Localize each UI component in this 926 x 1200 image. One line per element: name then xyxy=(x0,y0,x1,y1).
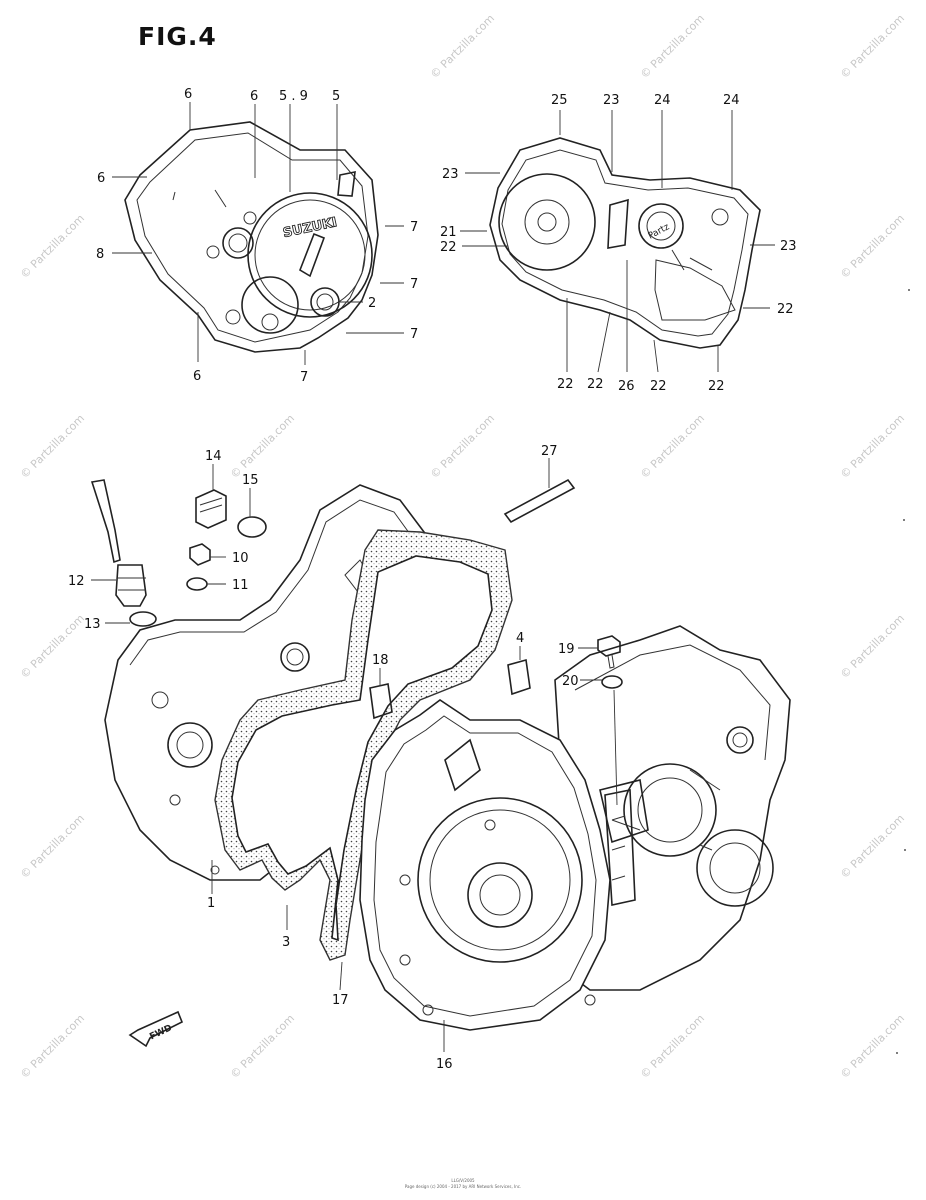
footer-copyright: Page design (c) 2004 - 2017 by ARI Netwo… xyxy=(404,1184,522,1189)
callout: 14 xyxy=(205,449,222,464)
callout: 6 xyxy=(97,171,105,186)
callout: 17 xyxy=(332,993,349,1008)
suzuki-logo: SUZUKI xyxy=(282,215,339,241)
callout: 23 xyxy=(603,93,620,108)
crankcase-front xyxy=(359,699,636,1031)
callout: 6 xyxy=(193,369,201,384)
callout: 22 xyxy=(587,377,604,392)
callout: 6 xyxy=(184,87,192,102)
figure-title: FIG.4 xyxy=(138,22,217,51)
callout: 12 xyxy=(68,574,85,589)
fwd-label: FWD xyxy=(148,1023,174,1042)
callout: 23 xyxy=(780,239,797,254)
callout: 27 xyxy=(541,444,558,459)
callout: 22 xyxy=(708,379,725,394)
callout: 2 xyxy=(368,296,376,311)
leader-lines xyxy=(91,102,775,1052)
callout: 7 xyxy=(410,327,418,342)
callout: 7 xyxy=(300,370,308,385)
callout: 22 xyxy=(557,377,574,392)
callout: 19 xyxy=(558,642,575,657)
callout: 7 xyxy=(410,220,418,235)
callout: 3 xyxy=(282,935,290,950)
callout: 8 xyxy=(96,247,104,262)
callout: 15 xyxy=(242,473,259,488)
callout: 6 xyxy=(250,89,258,104)
callout-labels: 6 6 5 . 9 5 6 7 8 7 2 7 6 7 25 23 24 24 … xyxy=(68,87,797,1072)
callout: 23 xyxy=(442,167,459,182)
callout: 18 xyxy=(372,653,389,668)
callout: 21 xyxy=(440,225,457,240)
callout: 24 xyxy=(723,93,740,108)
callout: 1 xyxy=(207,896,215,911)
callout: 24 xyxy=(654,93,671,108)
right-crankcase xyxy=(539,625,791,991)
callout: 10 xyxy=(232,551,249,566)
callout: 5 . 9 xyxy=(279,89,308,104)
callout: 20 xyxy=(562,674,579,689)
callout: 22 xyxy=(440,240,457,255)
crankcase-gasket xyxy=(214,529,513,961)
callout: 5 xyxy=(332,89,340,104)
callout: 13 xyxy=(84,617,101,632)
callout: 25 xyxy=(551,93,568,108)
footer-code: LLG/V/2005 xyxy=(451,1178,475,1183)
callout: 7 xyxy=(410,277,418,292)
generator-cover: Partz xyxy=(489,137,761,349)
callout: 4 xyxy=(516,631,524,646)
callout: 11 xyxy=(232,578,249,593)
callout: 22 xyxy=(777,302,794,317)
callout: 22 xyxy=(650,379,667,394)
callout: 16 xyxy=(436,1057,453,1072)
clutch-cover: SUZUKI xyxy=(124,121,379,353)
edge-marks xyxy=(896,289,910,1054)
callout: 26 xyxy=(618,379,635,394)
